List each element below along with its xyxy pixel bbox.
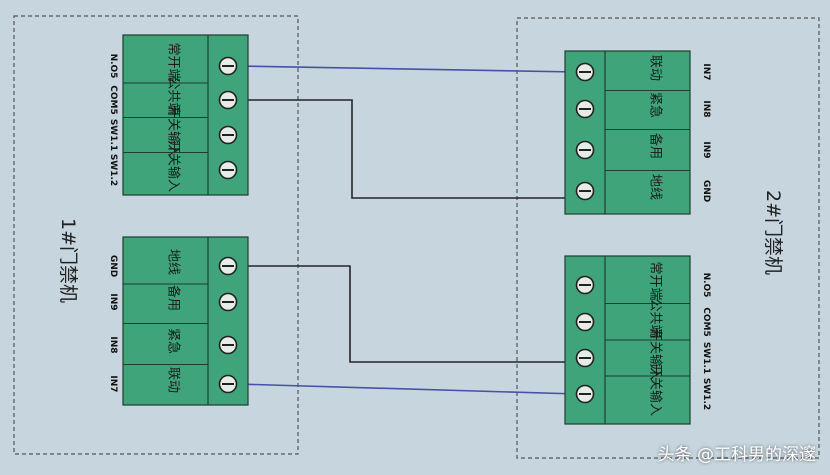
terminal-name: 开关输入: [648, 328, 664, 380]
pin-label: IN9: [701, 141, 711, 158]
wire-com5-to-gnd: [237, 99, 577, 199]
terminal-name: 紧急: [648, 92, 663, 118]
door1-enclosure: [13, 15, 299, 455]
terminal-name: 开关输入: [166, 140, 182, 192]
door1-title: 1#门禁机: [57, 218, 79, 303]
pin-label: SW1.1: [108, 119, 118, 151]
wire-gnd-to-com5: [237, 265, 577, 363]
door1-terminal-top-block: 常开端 N.O5 公共端 COM5 开关输入 SW1.1 开关输入 SW1.2: [108, 34, 249, 196]
pin-label: IN8: [108, 336, 118, 353]
terminal-name: 联动: [166, 367, 181, 393]
pin-label: IN7: [108, 375, 118, 392]
pin-label: COM5: [701, 307, 711, 336]
pin-label: N.O5: [108, 54, 118, 79]
terminal-name: 地线: [648, 174, 663, 200]
door1-terminal-bottom-block: 地线 GND 备用 IN9 紧急 IN8 联动 IN7: [108, 236, 249, 406]
terminal-name: 公共端: [648, 298, 663, 337]
terminal-name: 地线: [166, 249, 181, 275]
pin-label: GND: [701, 180, 711, 202]
door2-title: 2#门禁机: [762, 190, 784, 275]
pin-label: N.O5: [701, 273, 711, 298]
terminal-name: 备用: [166, 285, 182, 311]
door2-terminal-top-block: 联动 IN7 紧急 IN8 备用 IN9 地线 GND: [564, 50, 711, 215]
pin-label: IN9: [108, 293, 118, 310]
watermark: 头条 @工科男的深邃: [657, 445, 816, 465]
terminal-name: 开关输入: [166, 105, 182, 157]
terminal-name: 备用: [648, 133, 664, 159]
pin-label: COM5: [108, 85, 118, 114]
terminal-name: 联动: [648, 55, 663, 81]
pin-label: SW1.1: [701, 342, 711, 374]
pin-label: IN7: [701, 63, 711, 80]
wire-in7-to-no5: [236, 383, 578, 395]
pin-label: SW1.2: [108, 154, 118, 186]
pin-label: SW1.2: [701, 378, 711, 410]
terminal-name: 开关输入: [648, 364, 664, 416]
wires: [236, 65, 578, 395]
wire-no5-to-in7: [236, 65, 578, 73]
pin-label: IN8: [701, 100, 711, 117]
terminal-name: 紧急: [166, 328, 181, 354]
terminal-name: 公共端: [166, 76, 181, 115]
door2-enclosure: [516, 17, 820, 459]
pin-label: GND: [108, 255, 118, 277]
terminal-name: 常开端: [166, 42, 181, 81]
terminal-name: 常开端: [648, 261, 663, 300]
door2-terminal-bottom-block: 常开端 N.O5 公共端 COM5 开关输入 SW1.1 开关输入 SW1.2: [564, 255, 711, 425]
